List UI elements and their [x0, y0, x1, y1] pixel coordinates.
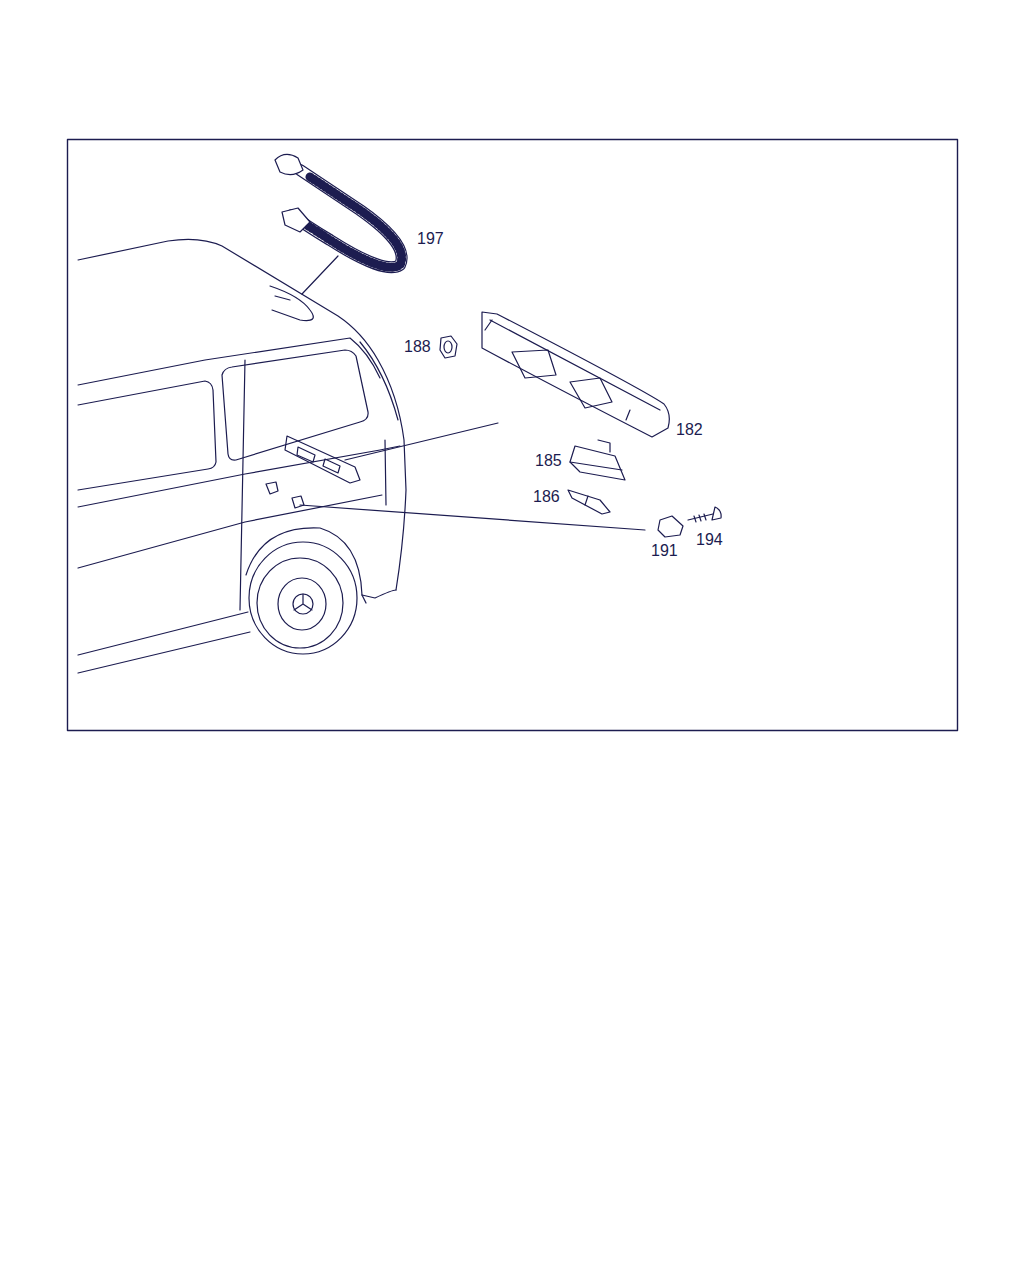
frame [68, 140, 958, 731]
callout-number: 182 [676, 420, 703, 440]
part-188-nut [440, 336, 457, 358]
part-186-bulb [568, 490, 610, 514]
callout-number: 191 [651, 541, 678, 561]
van-outline [78, 239, 406, 673]
van-mounted-parts [266, 286, 360, 508]
callout-number: 194 [696, 530, 723, 550]
callout-number: 186 [533, 487, 560, 507]
part-185-lamp [570, 440, 625, 480]
callout-number: 188 [404, 337, 431, 357]
part-194-screw [688, 507, 721, 522]
coil-cable [275, 154, 402, 294]
callout-number: 197 [417, 229, 444, 249]
part-191-clip [300, 505, 683, 537]
part-182-bracket [345, 312, 669, 460]
callout-number: 185 [535, 451, 562, 471]
